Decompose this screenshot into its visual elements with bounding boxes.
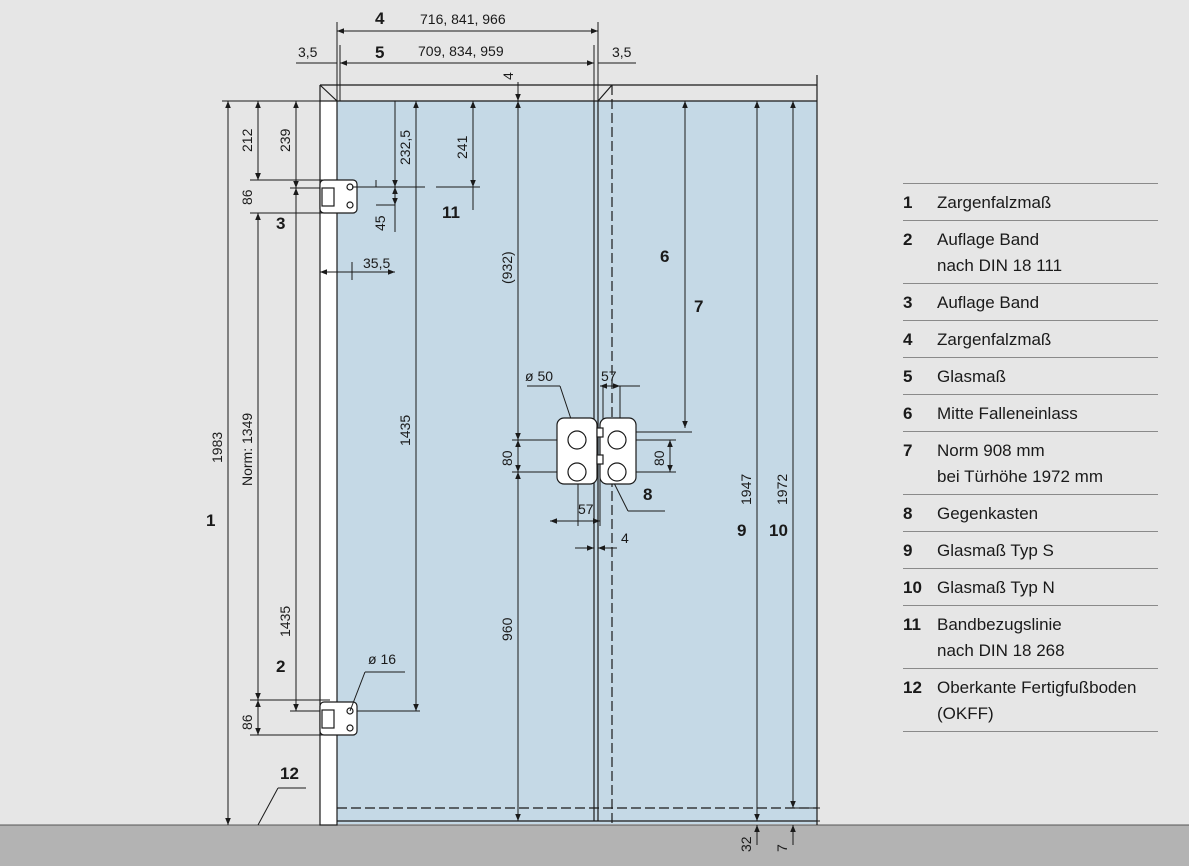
dim-241: 241	[454, 135, 470, 159]
left-dimensions	[222, 100, 420, 825]
dim-7: 7	[774, 844, 790, 852]
legend-row: 2 Auflage Band nach DIN 18 111	[903, 220, 1158, 283]
dim-239: 239	[277, 128, 293, 152]
floor	[0, 825, 1189, 866]
dim-top-gap: 4	[500, 72, 516, 80]
dim-norm-1349: Norm: 1349	[239, 413, 255, 486]
dim-1435-glass: 1435	[397, 415, 413, 446]
dim-35-5: 35,5	[363, 255, 390, 271]
dim-57-bottom: 57	[578, 501, 594, 517]
dim-232-5: 232,5	[397, 130, 413, 165]
legend-number: 3	[903, 293, 913, 312]
legend-row: 9 Glasmaß Typ S	[903, 531, 1158, 568]
legend-number: 5	[903, 367, 913, 386]
callout-1: 1	[206, 511, 215, 530]
top-hinge	[319, 179, 358, 214]
callout-8: 8	[643, 485, 652, 504]
dim-dia-50: ø 50	[525, 368, 553, 384]
dim-212: 212	[239, 128, 255, 152]
callout-10: 10	[769, 521, 788, 540]
callout-3: 3	[276, 214, 285, 233]
legend-text: Bandbezugslinie nach DIN 18 268	[937, 615, 1065, 660]
dim-gap-right: 3,5	[612, 44, 632, 60]
legend-number: 2	[903, 230, 913, 249]
legend-number: 8	[903, 504, 913, 523]
legend-number: 12	[903, 678, 922, 697]
legend-text: Glasmaß Typ S	[937, 541, 1054, 560]
lock-fitting	[556, 417, 637, 485]
legend-text: Norm 908 mm bei Türhöhe 1972 mm	[937, 441, 1104, 486]
callout-5: 5	[375, 43, 384, 62]
top-dimensions	[296, 22, 636, 101]
legend-row: 12 Oberkante Fertigfußboden (OKFF)	[903, 668, 1158, 732]
dim-45: 45	[372, 215, 388, 231]
dim-960: 960	[499, 617, 515, 641]
dim-1947: 1947	[738, 474, 754, 505]
right-dimensions	[750, 101, 820, 845]
callout-4: 4	[375, 9, 385, 28]
dim-80-left: 80	[499, 450, 515, 466]
dim-32: 32	[738, 836, 754, 852]
legend-text: Auflage Band	[937, 293, 1040, 312]
legend-text: Oberkante Fertigfußboden (OKFF)	[937, 678, 1137, 723]
legend-row: 8 Gegenkasten	[903, 494, 1158, 531]
callout-11: 11	[442, 203, 460, 222]
dim-gap-4: 4	[621, 530, 629, 546]
dim-gap-left: 3,5	[298, 44, 318, 60]
dim-86-top: 86	[239, 189, 255, 205]
legend-row: 7 Norm 908 mm bei Türhöhe 1972 mm	[903, 431, 1158, 494]
legend-number: 10	[903, 578, 922, 597]
legend-text: Glasmaß Typ N	[937, 578, 1055, 597]
legend-text: Mitte Falleneinlass	[937, 404, 1078, 423]
callout-7: 7	[694, 297, 703, 316]
hinge-dimensions	[320, 101, 480, 712]
dim-86-bottom: 86	[239, 714, 255, 730]
legend-text: Zargenfalzmaß	[937, 193, 1052, 212]
legend-row: 6 Mitte Falleneinlass	[903, 394, 1158, 431]
legend-text: Gegenkasten	[937, 504, 1039, 523]
legend-text: Zargenfalzmaß	[937, 330, 1052, 349]
legend-text: Auflage Band nach DIN 18 111	[937, 230, 1063, 275]
legend-number: 9	[903, 541, 913, 560]
dim-932: (932)	[499, 251, 515, 284]
callout-2: 2	[276, 657, 285, 676]
dim-1983: 1983	[209, 432, 225, 463]
legend-number: 11	[903, 615, 921, 634]
legend-row: 5 Glasmaß	[903, 357, 1158, 394]
legend-number: 1	[903, 193, 913, 212]
lock-dimensions	[512, 101, 692, 821]
legend-number: 4	[903, 330, 913, 349]
legend-number: 7	[903, 441, 913, 460]
dim-frame-rebate: 716, 841, 966	[420, 11, 506, 27]
dim-1972: 1972	[774, 474, 790, 505]
legend-row: 4 Zargenfalzmaß	[903, 320, 1158, 357]
dim-dia-16: ø 16	[368, 651, 396, 667]
legend-number: 6	[903, 404, 913, 423]
legend-text: Glasmaß	[937, 367, 1006, 386]
legend-row: 1 Zargenfalzmaß	[903, 183, 1158, 220]
legend-row: 3 Auflage Band	[903, 283, 1158, 320]
dim-57-top: 57	[601, 368, 617, 384]
dim-glass: 709, 834, 959	[418, 43, 504, 59]
legend-row: 11 Bandbezugslinie nach DIN 18 268	[903, 605, 1158, 668]
callout-9: 9	[737, 521, 746, 540]
dim-1435-left: 1435	[277, 606, 293, 637]
okff-leader	[257, 787, 306, 826]
legend-row: 10 Glasmaß Typ N	[903, 568, 1158, 605]
callout-6: 6	[660, 247, 669, 266]
callout-12: 12	[280, 764, 299, 783]
bottom-hinge	[319, 701, 358, 736]
dim-80-right: 80	[651, 450, 667, 466]
